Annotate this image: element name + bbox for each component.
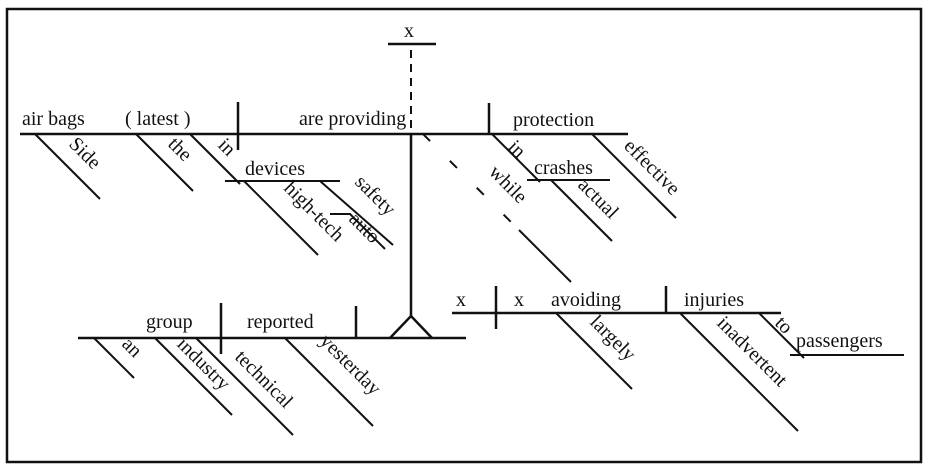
subordinate-verb-x: x (514, 289, 524, 311)
attribution-verb: reported (247, 311, 314, 333)
top-placeholder-x: x (404, 20, 414, 42)
inadvertent-line (679, 312, 799, 432)
actual-line (550, 179, 613, 242)
while-solid-line (518, 229, 572, 283)
modifier-high-tech: high-tech (279, 177, 348, 246)
to-preposition-line (758, 312, 805, 359)
effective-line (591, 133, 677, 219)
modifier-largely: largely (585, 311, 640, 366)
modifier-actual: actual (573, 174, 623, 224)
modifier-in2: in (503, 136, 530, 163)
modifier-while: while (484, 161, 531, 208)
technical-line (195, 337, 294, 436)
subordinate-object: injuries (684, 289, 744, 311)
diagram-frame (5, 7, 923, 464)
industry-line (154, 337, 233, 416)
attribution-subject: group (146, 311, 193, 333)
appositive: ( latest ) (125, 108, 191, 130)
modifier-side: Side (64, 133, 105, 174)
object-crashes: crashes (534, 157, 593, 179)
object-passengers: passengers (796, 330, 883, 352)
in-preposition-line (189, 133, 241, 185)
high-tech-line (243, 180, 319, 256)
the-modifier-line (135, 133, 194, 192)
modifier-to: to (770, 312, 797, 339)
main-object: protection (513, 109, 594, 131)
auto-line (330, 213, 386, 250)
largely-line (555, 312, 633, 390)
pedestal-triangle (389, 314, 433, 339)
in2-preposition-line (491, 133, 541, 183)
yesterday-line (284, 337, 374, 427)
side-modifier-line (34, 133, 101, 200)
safety-line (319, 180, 394, 246)
an-line (93, 337, 135, 379)
main-subject: air bags (22, 108, 85, 130)
main-verb: are providing (299, 108, 406, 130)
modifier-yesterday: yesterday (315, 330, 385, 400)
subordinate-verb: avoiding (551, 289, 621, 311)
subordinate-subject-x: x (456, 289, 466, 311)
modifier-technical: technical (230, 346, 297, 413)
object-devices: devices (245, 158, 305, 180)
modifier-the: the (163, 133, 196, 166)
modifier-effective: effective (619, 135, 684, 200)
modifier-in: in (213, 134, 240, 161)
